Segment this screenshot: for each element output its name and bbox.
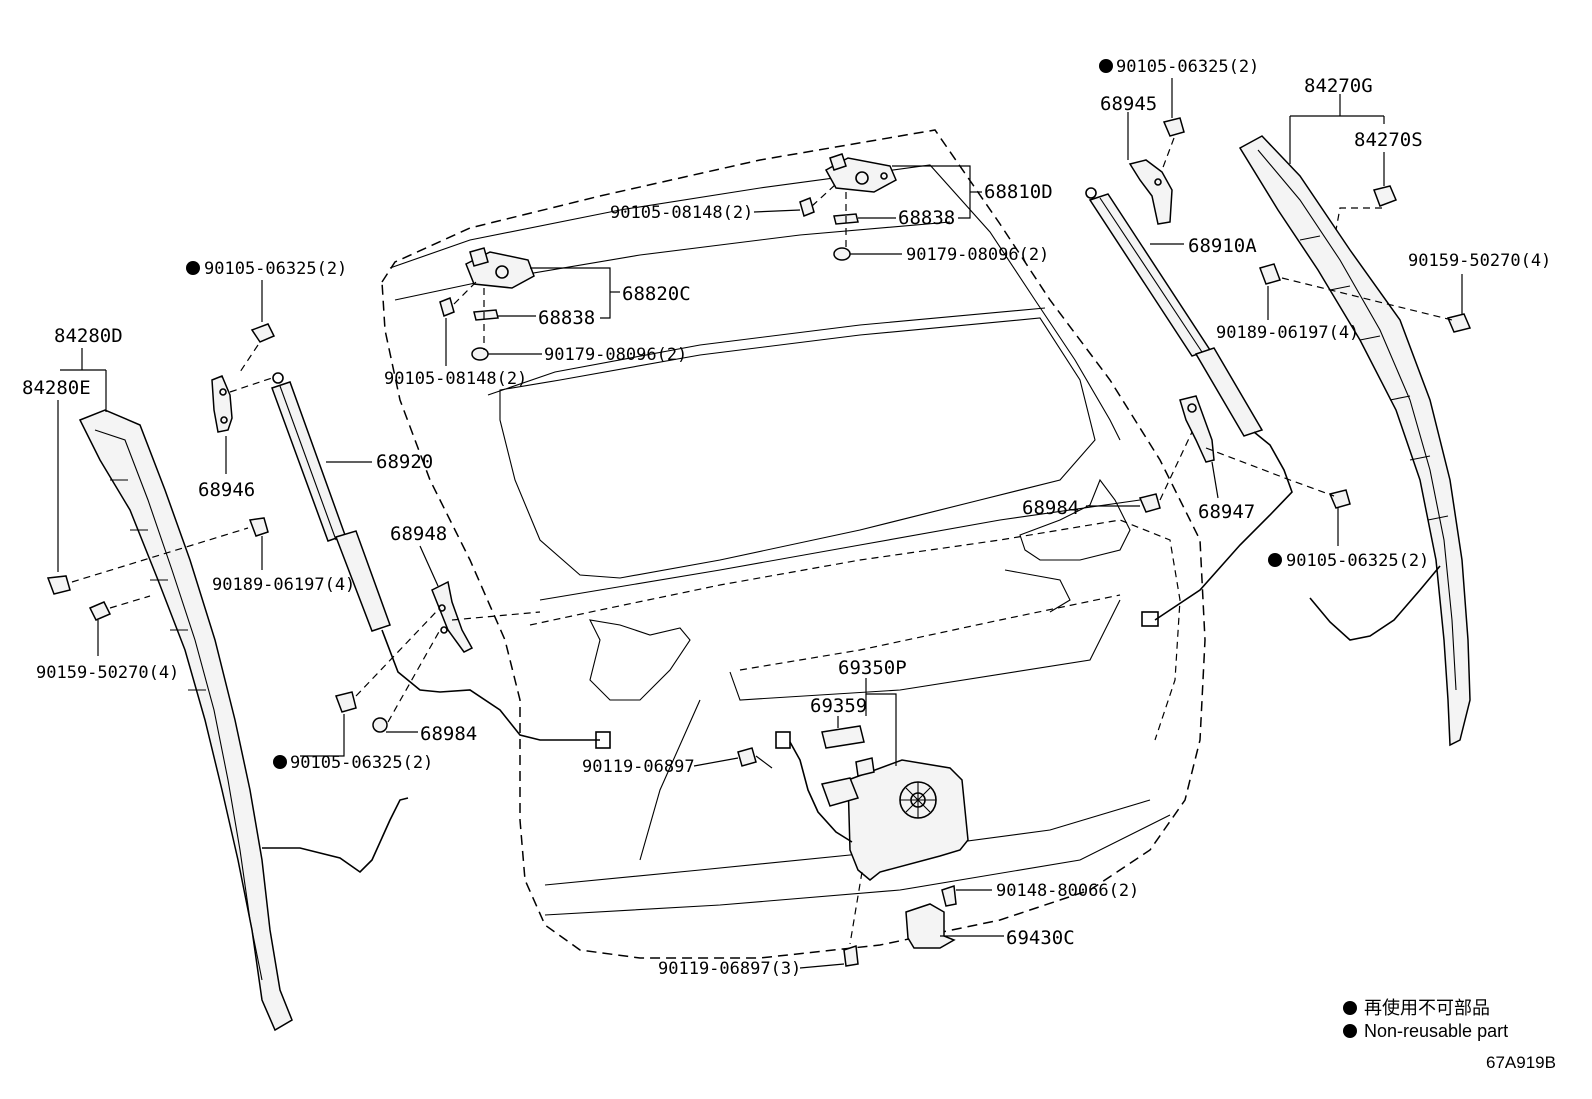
- label-90159-50270-right: 90159-50270(4): [1408, 251, 1551, 271]
- bracket-68947: [1138, 395, 1351, 513]
- label-69430C: 69430C: [1006, 927, 1075, 949]
- fasteners-left: [46, 323, 541, 733]
- label-90119-06897: 90119-06897: [582, 757, 695, 777]
- label-68920: 68920: [376, 451, 433, 473]
- non-reusable-dot-2: [273, 755, 287, 769]
- legend-dot-2: [1343, 1024, 1357, 1038]
- label-68984-right: 68984: [1022, 497, 1079, 519]
- label-90189-06197-left: 90189-06197(4): [212, 575, 355, 595]
- diagram-id: 67A919B: [1486, 1053, 1556, 1072]
- label-84280D: 84280D: [54, 325, 123, 347]
- non-reusable-dot-4: [1268, 553, 1282, 567]
- label-90105-06325-c: 90105-06325(2): [1116, 57, 1259, 77]
- bracket-68945: [1128, 117, 1185, 225]
- label-90159-50270-left: 90159-50270(4): [36, 663, 179, 683]
- non-reusable-dot-1: [186, 261, 200, 275]
- label-90179-08096-top: 90179-08096(2): [906, 245, 1049, 265]
- label-90179-08096-mid: 90179-08096(2): [544, 345, 687, 365]
- label-69350P: 69350P: [838, 657, 907, 679]
- label-90105-06325-d: 90105-06325(2): [1286, 551, 1429, 571]
- label-84280E: 84280E: [22, 377, 91, 399]
- label-68946: 68946: [198, 479, 255, 501]
- label-90105-08148-mid: 90105-08148(2): [384, 369, 527, 389]
- hinge-68810D: [799, 153, 897, 261]
- lock-motor-69350P: [737, 725, 969, 881]
- striker-69430C: [843, 871, 957, 967]
- label-68820C: 68820C: [622, 283, 691, 305]
- label-69359: 69359: [810, 695, 867, 717]
- legend: 再使用不可部品 Non-reusable part: [1343, 998, 1508, 1041]
- label-68948: 68948: [390, 523, 447, 545]
- label-84270S: 84270S: [1354, 129, 1423, 151]
- label-90119-06897-3: 90119-06897(3): [658, 959, 801, 979]
- label-90105-08148-top: 90105-08148(2): [610, 203, 753, 223]
- part-labels: 84280D 84280E 90105-06325(2) 68946 68920…: [22, 57, 1551, 979]
- hinge-68820C: [439, 247, 535, 361]
- legend-line-1: 再使用不可部品: [1364, 998, 1490, 1018]
- bracket-68946: [211, 375, 233, 433]
- leader-lines: [57, 78, 1463, 969]
- right-trim-84270: [1238, 135, 1472, 747]
- left-strut-68920: [271, 372, 611, 749]
- label-68838-top: 68838: [898, 207, 955, 229]
- right-strut-68910A: [1085, 187, 1293, 627]
- label-68984-left: 68984: [420, 723, 477, 745]
- label-90148-80066: 90148-80066(2): [996, 881, 1139, 901]
- label-90105-06325-b: 90105-06325(2): [290, 753, 433, 773]
- legend-dot-1: [1343, 1001, 1357, 1015]
- label-90189-06197-right: 90189-06197(4): [1216, 323, 1359, 343]
- back-door-outline: [381, 129, 1206, 959]
- non-reusable-dot-3: [1099, 59, 1113, 73]
- label-90105-06325-a: 90105-06325(2): [204, 259, 347, 279]
- label-68945: 68945: [1100, 93, 1157, 115]
- label-84270G: 84270G: [1304, 75, 1373, 97]
- legend-line-2: Non-reusable part: [1364, 1021, 1508, 1041]
- label-68810D: 68810D: [984, 181, 1053, 203]
- bracket-68948: [431, 580, 474, 653]
- left-trim-84280: [78, 409, 409, 1032]
- label-68947: 68947: [1198, 501, 1255, 523]
- label-68910A: 68910A: [1188, 235, 1257, 257]
- label-68838-mid: 68838: [538, 307, 595, 329]
